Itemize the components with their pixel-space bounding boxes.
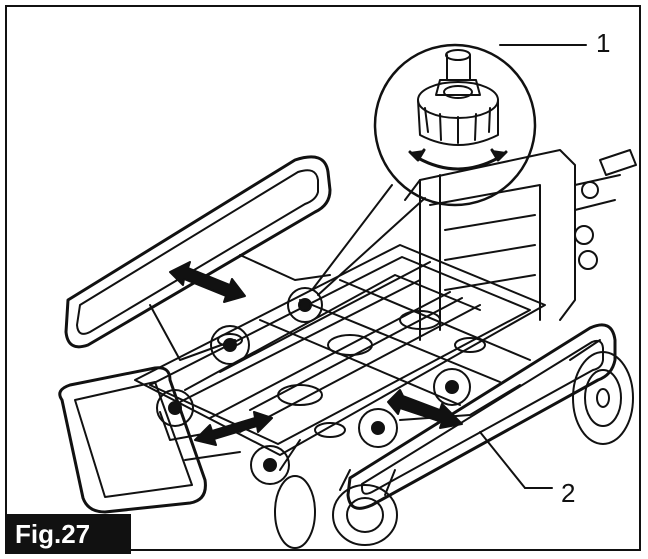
knob-marker bbox=[210, 325, 250, 365]
knob-marker bbox=[287, 287, 323, 323]
callout-2-leader bbox=[479, 431, 526, 489]
adjustment-knob-icon bbox=[417, 49, 499, 146]
double-arrow-icon bbox=[169, 261, 246, 303]
knob-locations bbox=[156, 287, 471, 485]
extension-bar-back-left bbox=[64, 155, 332, 361]
zoom-bubble bbox=[311, 43, 537, 296]
cart-back-frame bbox=[404, 149, 637, 341]
rotate-arrow-icon bbox=[408, 148, 508, 171]
figure-frame bbox=[5, 5, 641, 551]
knob-marker bbox=[156, 389, 194, 427]
knob-marker bbox=[250, 445, 290, 485]
callout-number-2: 2 bbox=[561, 478, 576, 508]
double-arrow-icon bbox=[387, 389, 463, 429]
figure-label: Fig.27 bbox=[5, 514, 131, 554]
knob-marker bbox=[358, 408, 398, 448]
callout-number-1: 1 bbox=[596, 28, 611, 58]
knob-marker bbox=[433, 368, 471, 406]
extension-bar-right bbox=[346, 323, 617, 510]
double-arrow-icon bbox=[194, 411, 273, 446]
